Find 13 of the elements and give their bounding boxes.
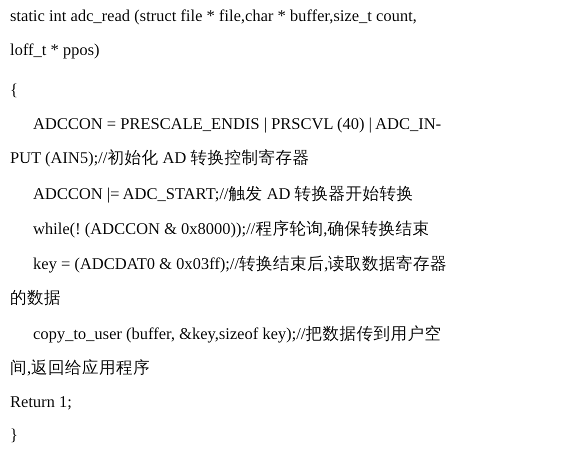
code-line: ADCCON = PRESCALE_ENDIS | PRSCVL (40) | ADC_IN- — [33, 114, 442, 134]
code-line: copy_to_user (buffer, &key,sizeof key);//把数据传到用户空 — [33, 324, 442, 344]
code-line: 间,返回给应用程序 — [10, 358, 150, 378]
code-line: Return 1; — [10, 392, 72, 412]
code-line: { — [10, 80, 18, 100]
code-line: 的数据 — [10, 288, 61, 308]
code-line: key = (ADCDAT0 & 0x03ff);//转换结束后,读取数据寄存器 — [33, 254, 448, 274]
code-line: } — [10, 425, 18, 445]
code-line: static int adc_read (struct file * file,char * buffer,size_t count, — [10, 6, 417, 26]
code-line: loff_t * ppos) — [10, 40, 100, 60]
code-line: ADCCON |= ADC_START;//触发 AD 转换器开始转换 — [33, 184, 414, 204]
code-line: while(! (ADCCON & 0x8000));//程序轮询,确保转换结束 — [33, 219, 430, 239]
code-line: PUT (AIN5);//初始化 AD 转换控制寄存器 — [10, 148, 310, 168]
